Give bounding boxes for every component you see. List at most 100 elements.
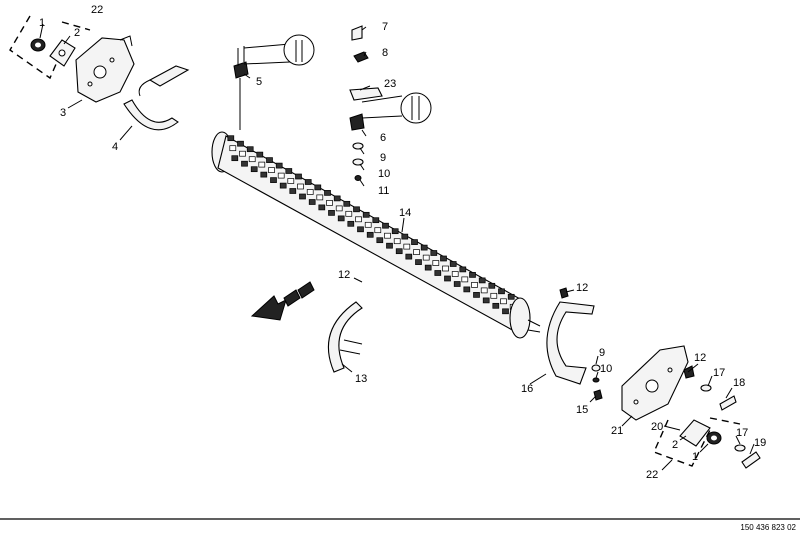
rotor-tooth: [482, 297, 490, 304]
rotor-tooth: [314, 184, 322, 191]
rotor-tooth: [449, 261, 457, 267]
rotor-tooth: [422, 254, 430, 261]
rotor-tooth: [461, 276, 469, 283]
callout-3: 3: [60, 107, 66, 119]
rotor-tooth: [384, 232, 391, 239]
rotor-tooth: [353, 206, 360, 213]
rotor-tooth: [480, 287, 488, 294]
rotor-tooth: [229, 145, 237, 152]
rotor-tooth: [239, 150, 246, 157]
rotor-tooth: [442, 265, 449, 272]
leader-lines: [39, 23, 755, 471]
callout-12c: 12: [694, 352, 706, 364]
rotor-tooth: [308, 199, 316, 205]
callout-5: 5: [256, 76, 262, 88]
callout-6: 6: [380, 132, 386, 144]
rotor-tooth: [231, 155, 239, 162]
rotor-tooth: [241, 160, 248, 167]
bracket-16: [546, 287, 603, 401]
rotor-tooth: [260, 171, 268, 178]
rotor-tooth: [490, 292, 498, 299]
rotor-tooth: [395, 248, 403, 255]
callout-9a: 9: [380, 152, 386, 164]
callout-2a: 2: [74, 27, 80, 39]
callout-10a: 10: [378, 168, 390, 180]
rotor-tooth: [401, 233, 409, 240]
rotor-tooth: [285, 168, 293, 174]
direction-arrow: [250, 281, 315, 321]
rotor-tooth: [488, 282, 496, 289]
rotor-tooth: [318, 204, 326, 211]
rotor-tooth: [258, 161, 266, 168]
rotor-tooth: [227, 135, 235, 142]
rotor-tooth: [324, 190, 331, 196]
rotor-tooth: [328, 210, 335, 216]
rotor-tooth: [333, 195, 341, 202]
rotor-tooth: [345, 210, 353, 217]
rotor-tooth: [432, 260, 440, 266]
rotor-tooth: [405, 253, 413, 260]
rotor-tooth: [492, 302, 500, 309]
rotor-tooth: [411, 239, 418, 245]
rotor-tooth: [434, 270, 442, 276]
rotor-tooth: [297, 183, 304, 190]
rotor-tooth: [430, 250, 438, 256]
callout-1b: 1: [692, 451, 698, 463]
rotor-tooth: [382, 222, 389, 229]
rotor-tooth: [266, 157, 273, 163]
rotor-tooth: [306, 189, 314, 195]
rotor-tooth: [386, 242, 393, 249]
rotor-tooth: [275, 162, 283, 169]
callout-21: 21: [611, 425, 623, 437]
rotor-tooth: [335, 205, 343, 212]
bracket-4: [123, 65, 190, 131]
callout-23: 23: [384, 78, 396, 90]
callout-22b: 22: [646, 469, 658, 481]
callout-17a: 17: [713, 367, 725, 379]
rotor-tooth: [355, 216, 362, 223]
rotor-tooth: [270, 177, 277, 183]
rotor-tooth: [507, 293, 515, 300]
rotor-tooth: [277, 172, 285, 179]
rotor-tooth: [471, 282, 478, 288]
callout-11: 11: [378, 185, 389, 197]
callout-2b: 2: [672, 439, 678, 451]
rotor-tooth: [366, 231, 374, 238]
callout-1a: 1: [39, 17, 45, 29]
rotor-tooth: [453, 281, 461, 287]
callout-4: 4: [112, 141, 118, 153]
rotor-tooth: [393, 238, 401, 245]
rotor-tooth: [473, 292, 480, 298]
hardware-column: [349, 25, 432, 181]
rotor-tooth: [343, 200, 351, 207]
callout-15: 15: [576, 404, 588, 416]
rotor-tooth: [316, 194, 324, 201]
rotor-tooth: [376, 237, 384, 244]
rotor-tooth: [372, 217, 380, 224]
rotor-tooth: [478, 277, 486, 284]
rotor-tooth: [463, 286, 471, 293]
rotor-tooth: [403, 243, 411, 250]
rotor-tooth: [250, 166, 258, 173]
rotor-tooth: [299, 193, 306, 200]
callout-8: 8: [382, 47, 388, 59]
callout-12b: 12: [576, 282, 588, 294]
callout-19: 19: [754, 437, 766, 449]
rotor-tooth: [246, 146, 254, 153]
drawing-number: 150 436 823 02: [740, 523, 796, 532]
rotor-tooth: [268, 167, 275, 173]
rotor-tooth: [444, 275, 451, 282]
side-plate-21: [621, 345, 737, 421]
rotor-tooth: [459, 266, 467, 273]
rotor-tooth: [304, 179, 312, 185]
callout-22a: 22: [91, 4, 103, 16]
rotor-tooth: [415, 259, 422, 265]
cover-band-13: [327, 301, 363, 373]
rotor-tooth: [326, 200, 333, 206]
callout-12a: 12: [338, 269, 350, 281]
rotor-tooth: [362, 211, 370, 218]
callout-20: 20: [651, 421, 663, 433]
rotor-tooth: [498, 288, 505, 295]
rotor-tooth: [424, 264, 432, 271]
